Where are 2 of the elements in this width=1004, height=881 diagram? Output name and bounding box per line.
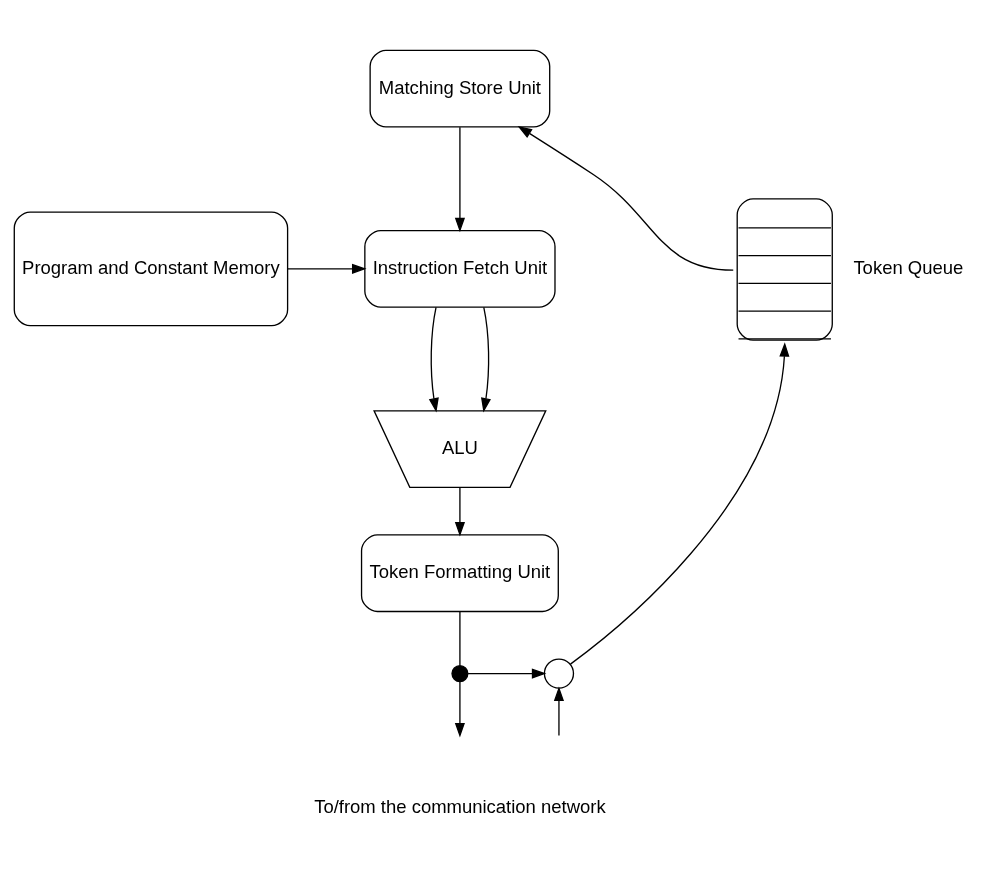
node-label: Token Queue — [852, 256, 963, 278]
label: To/from the communication network — [313, 795, 606, 817]
